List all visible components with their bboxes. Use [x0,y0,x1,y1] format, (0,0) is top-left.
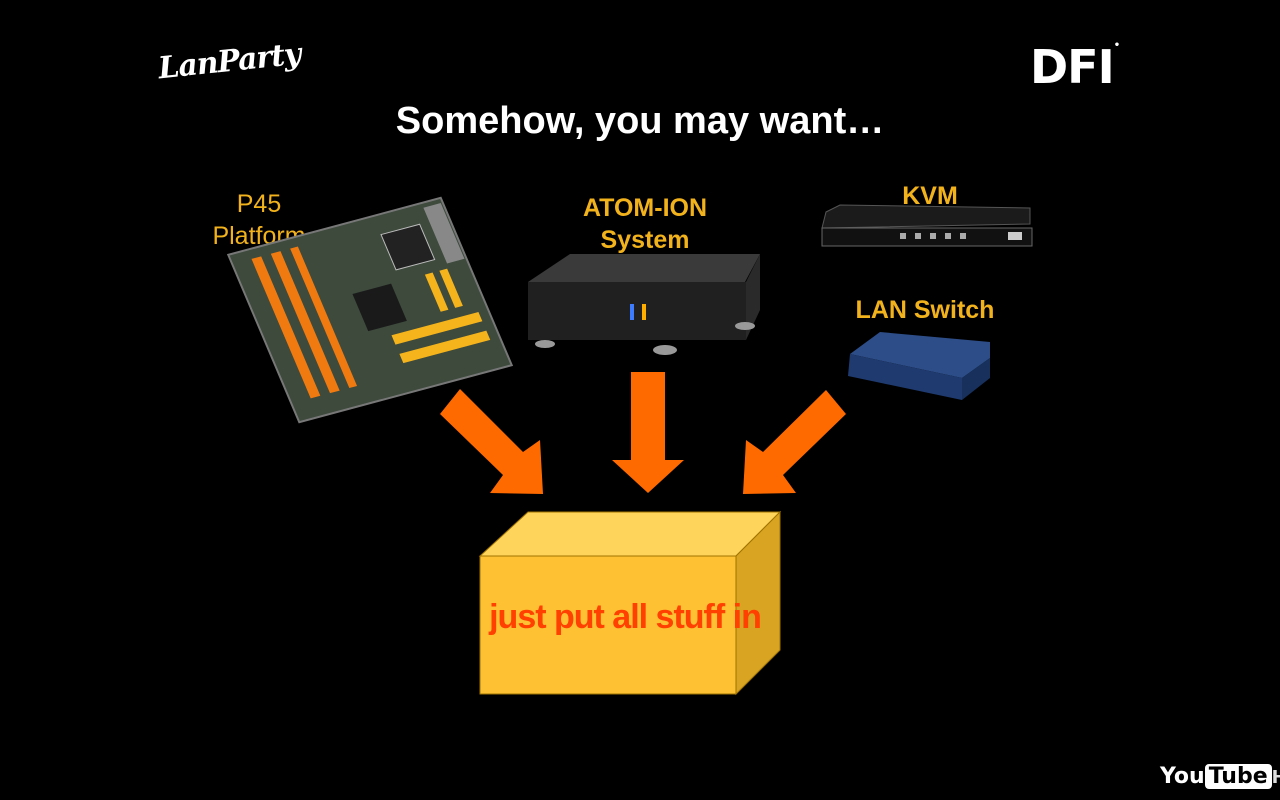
youtube-hd-logo[interactable]: YouTubeHD [1160,764,1280,789]
kvm-label: KVM [902,182,958,210]
lan-switch-image [848,332,990,400]
slide-title: Somehow, you may want… [395,100,885,142]
atom-ion-label: ATOM-ION System [582,194,708,254]
arrow-left [440,389,543,494]
box-caption: just put all stuff in [489,598,762,636]
kvm-image [821,204,1033,247]
lan-switch-label: LAN Switch [855,296,995,324]
box-illustration [478,510,782,696]
dfi-logo: DFI• [1030,40,1120,94]
atom-ion-system-image [528,254,760,355]
arrow-center [612,372,684,493]
arrow-right [743,390,846,494]
motherboard-image [226,196,514,424]
